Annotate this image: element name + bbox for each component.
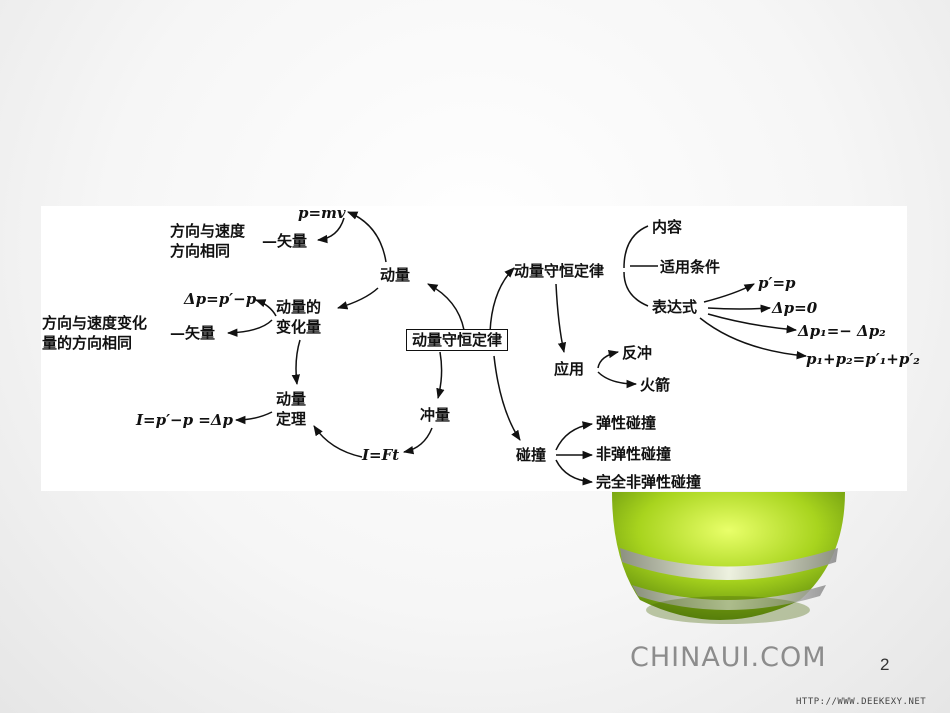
conservation-node: 动量守恒定律 [514, 262, 605, 280]
change-node-line1: 动量的 [276, 298, 322, 316]
impulse-formula: I=Ft [362, 446, 400, 464]
center-node: 动量守恒定律 [406, 329, 509, 351]
arrow-momentum-to-pmv [347, 211, 387, 263]
arrow-momentum-to-change [336, 287, 379, 310]
expression-2: Δp=0 [772, 299, 818, 317]
arrow-expr-to-f3 [707, 313, 798, 334]
collision-inelastic: 非弹性碰撞 [596, 445, 672, 463]
arrow-impulse-to-ift [402, 427, 433, 455]
application-node: 应用 [554, 360, 585, 378]
watermark-url: HTTP://WWW.DEEKEXY.NET [796, 697, 927, 707]
arrow-ift-to-theorem [313, 425, 363, 458]
arrow-center-to-collision [493, 355, 521, 441]
theorem-formula: I=p′−p =Δp [136, 411, 234, 429]
collision-node: 碰撞 [516, 446, 547, 464]
expression-1: p′=p [758, 274, 796, 292]
page-number: 2 [880, 655, 890, 674]
change-formula: Δp=p′−p [184, 290, 257, 308]
arrow-col-to-elastic [555, 421, 594, 451]
arrow-expr-to-f4 [699, 317, 808, 360]
collision-elastic: 弹性碰撞 [596, 414, 657, 432]
arrow-center-to-conservation [489, 267, 515, 333]
momentum-formula: p=mv [298, 204, 346, 222]
arrow-dp-to-vector [226, 319, 273, 337]
momentum-vector-label: —矢量 [262, 232, 308, 250]
arrow-col-to-perfect [555, 459, 594, 486]
branch-conservation-expression [623, 271, 649, 307]
arrow-app-to-rocket [597, 371, 638, 389]
expression-3: Δp₁=− Δp₂ [798, 322, 886, 340]
application-recoil: 反冲 [622, 344, 653, 362]
conservation-content: 内容 [652, 218, 683, 236]
arrow-app-to-recoil [597, 349, 620, 369]
momentum-node: 动量 [380, 266, 411, 284]
application-rocket: 火箭 [640, 376, 671, 394]
change-node-line2: 变化量 [276, 318, 322, 336]
conservation-condition: 适用条件 [660, 258, 721, 276]
impulse-node: 冲量 [420, 406, 451, 424]
arrow-theorem-to-iformula [234, 411, 273, 425]
chinaui-logo: CHINAUI.COM [630, 642, 827, 673]
change-vector-label: —矢量 [170, 324, 216, 342]
branch-conservation-content [623, 225, 649, 269]
theorem-node-line2: 定理 [276, 410, 307, 428]
arrow-change-to-theorem [291, 339, 301, 386]
arrow-center-to-momentum [427, 283, 465, 331]
change-direction-line1: 方向与速度变化 [42, 314, 148, 332]
arrow-center-to-impulse [436, 351, 445, 400]
momentum-direction-line1: 方向与速度 [170, 222, 246, 240]
change-direction-line2: 量的方向相同 [42, 334, 133, 352]
theorem-node-line1: 动量 [276, 390, 307, 408]
conservation-expression: 表达式 [652, 298, 698, 316]
arrow-pmv-to-vector [316, 217, 345, 244]
collision-perfectly-inelastic: 完全非弹性碰撞 [596, 473, 702, 491]
arrow-conservation-to-application [555, 283, 567, 354]
expression-4: p₁+p₂=p′₁+p′₂ [806, 350, 920, 368]
arrow-change-to-dp [255, 299, 277, 317]
momentum-direction-line2: 方向相同 [170, 242, 231, 260]
arrow-expr-to-f2 [707, 304, 772, 313]
arrow-expr-to-f1 [703, 283, 755, 303]
